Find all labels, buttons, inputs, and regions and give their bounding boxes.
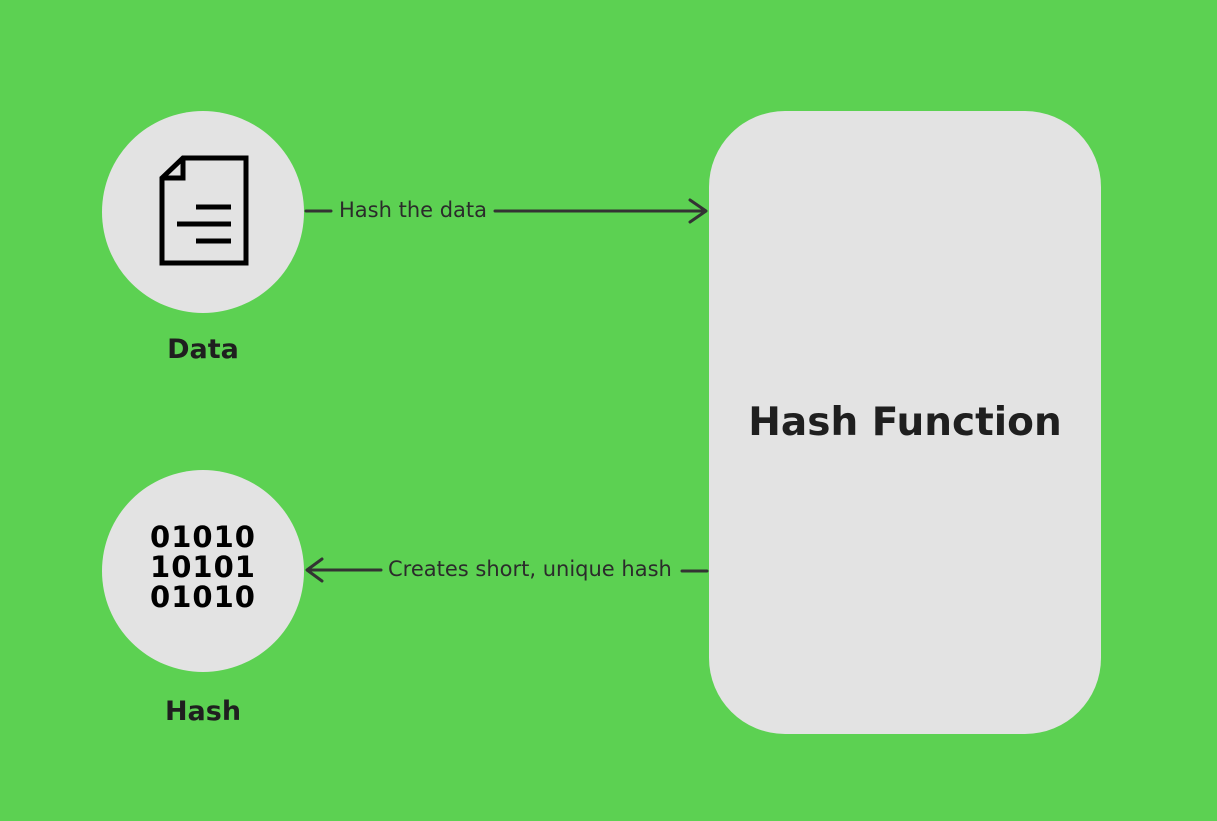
data-node[interactable] — [102, 111, 304, 313]
document-icon — [159, 155, 249, 266]
hash-node-label: Hash — [164, 696, 242, 727]
hash-function-node[interactable] — [709, 111, 1101, 734]
edge-creates-hash — [305, 557, 709, 583]
edge-label-hash-the-data: Hash the data — [339, 198, 488, 222]
edge-label-creates-hash: Creates short, unique hash — [388, 557, 672, 581]
data-node-label: Data — [167, 334, 239, 365]
binary-line: 01010 — [150, 520, 256, 554]
edge-hash-the-data — [304, 198, 708, 224]
binary-icon: 01010 10101 01010 — [102, 522, 304, 612]
binary-line: 10101 — [150, 550, 256, 584]
hash-node[interactable] — [102, 470, 304, 672]
hash-function-label: Hash Function — [748, 400, 1062, 445]
binary-line: 01010 — [150, 580, 256, 614]
